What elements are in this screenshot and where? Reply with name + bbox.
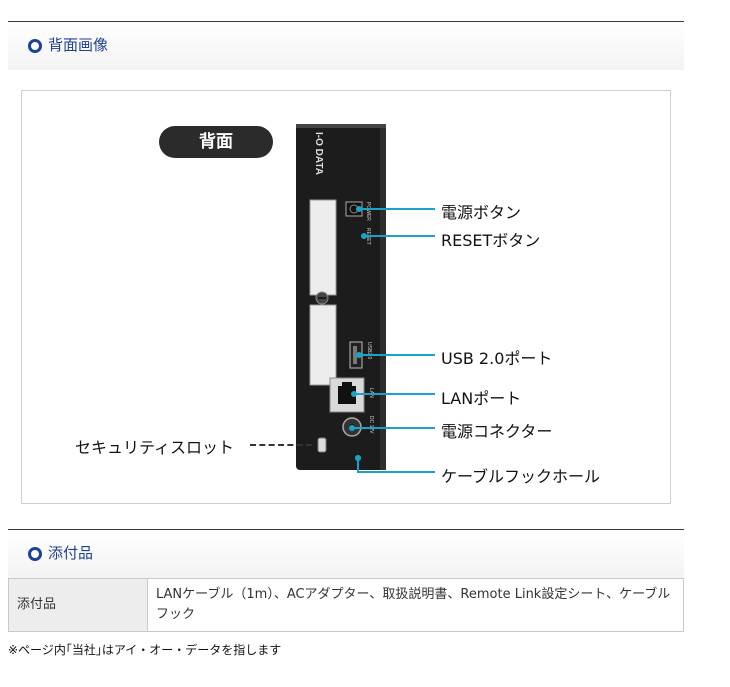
circle-bullet-icon [28,39,42,53]
table-row: 添付品 LANケーブル（1m）、ACアダプター、取扱説明書、Remote Lin… [8,578,684,632]
label-usb-port: USB 2.0ポート [441,349,553,368]
accessories-section-header: 添付品 [8,529,684,578]
rear-section-header: 背面画像 [8,21,684,70]
device-security-slot [317,437,327,453]
callout-line [357,458,359,472]
accessories-value-cell: LANケーブル（1m）、ACアダプター、取扱説明書、Remote Link設定シ… [147,578,684,632]
accessories-section-title: 添付品 [48,544,94,562]
callout-dashed-line [250,444,312,446]
callout-line [359,354,435,356]
label-security-slot: セキュリティスロット [75,438,235,457]
footnote: ※ページ内｢当社｣はアイ・オー・データを指します [8,643,282,657]
accessories-header-cell: 添付品 [8,578,148,632]
label-reset-button: RESETボタン [441,231,541,250]
callout-line [364,235,435,237]
rear-section-title: 背面画像 [48,36,109,54]
callout-line [354,393,435,395]
label-power-connector: 電源コネクター [441,422,553,441]
device-rear-image: I-O DATA POWER RESET USB2.0 LAN DC 12V [296,124,386,470]
label-power-button: 電源ボタン [441,203,522,222]
device-power-text: POWER [365,202,371,221]
callout-line [352,427,435,429]
device-dc-text: DC 12V [368,416,374,434]
circle-bullet-icon [28,547,42,561]
device-usb-text: USB2.0 [366,342,372,359]
label-lan-port: LANポート [441,389,522,408]
device-brand-text: I-O DATA [313,132,324,175]
callout-line [359,208,435,210]
callout-line [357,471,435,473]
label-cable-hook: ケーブルフックホール [441,467,601,486]
accessories-table: 添付品 LANケーブル（1m）、ACアダプター、取扱説明書、Remote Lin… [8,578,684,632]
rear-badge: 背面 [159,126,273,158]
